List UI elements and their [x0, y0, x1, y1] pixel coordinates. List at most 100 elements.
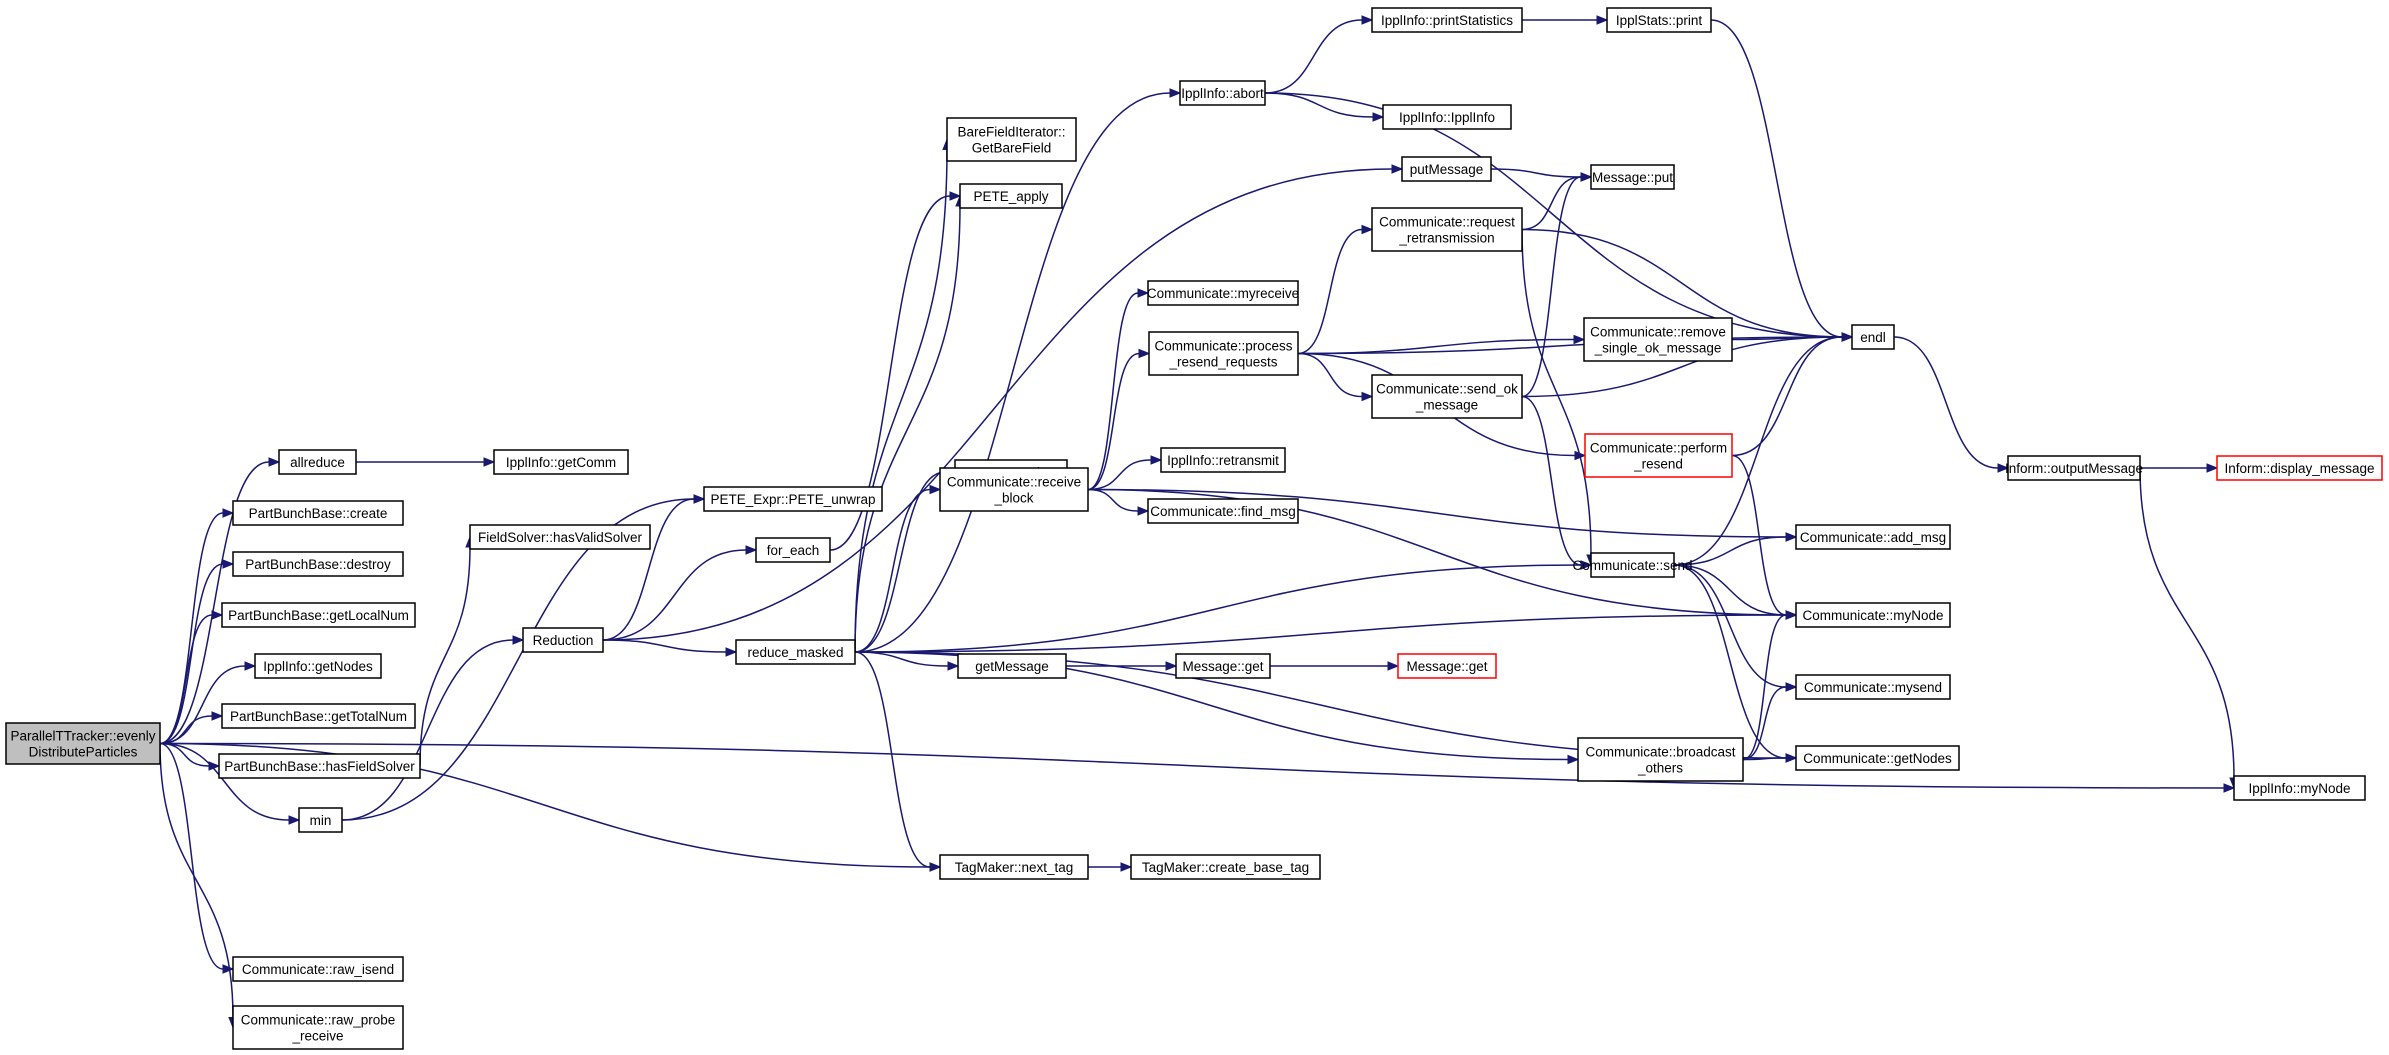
- node-ippl_getnodes[interactable]: IpplInfo::getNodes: [254, 653, 382, 679]
- node-box: [493, 449, 629, 475]
- node-box: [278, 449, 357, 475]
- node-label: Communicate::raw_probe: [241, 1013, 396, 1028]
- node-putmessage[interactable]: putMessage: [1401, 156, 1492, 182]
- node-box: [232, 551, 404, 577]
- node-label: Communicate::request: [1379, 215, 1515, 230]
- node-box: [1175, 653, 1271, 679]
- node-box: [469, 524, 651, 550]
- node-box: [1371, 7, 1523, 33]
- node-getmessage[interactable]: getMessage: [957, 653, 1067, 679]
- node-tagmaker_create_base_tag[interactable]: TagMaker::create_base_tag: [1130, 854, 1321, 880]
- node-box: [5, 722, 161, 765]
- node-comm_remove_single_ok[interactable]: Communicate::remove_single_ok_message: [1583, 317, 1733, 362]
- node-label: getMessage: [975, 659, 1049, 674]
- node-msg_put[interactable]: Message::put: [1590, 164, 1675, 190]
- edge-root-to-pbb_gettotalnum: [159, 711, 224, 745]
- node-label: IpplInfo::getComm: [506, 455, 616, 470]
- node-ippl_retransmit[interactable]: IpplInfo::retransmit: [1160, 447, 1286, 473]
- node-label: PETE_apply: [973, 189, 1048, 204]
- node-comm_process_resend[interactable]: Communicate::process_resend_requests: [1148, 331, 1299, 376]
- node-box: [232, 500, 404, 526]
- node-comm_broadcast_others[interactable]: Communicate::broadcast_others: [1577, 737, 1744, 782]
- node-pete_unwrap[interactable]: PETE_Expr::PETE_unwrap: [703, 486, 883, 512]
- node-comm_receive_block[interactable]: Communicate::receive_block: [939, 467, 1089, 512]
- node-layer: ParallelTTracker::evenlyDistributePartic…: [5, 7, 2383, 1050]
- node-label: PartBunchBase::destroy: [245, 557, 391, 572]
- node-msg_get1[interactable]: Message::get: [1175, 653, 1271, 679]
- node-comm_raw_probe_receive[interactable]: Communicate::raw_probe_receive: [232, 1005, 404, 1050]
- node-tagmaker_next_tag[interactable]: TagMaker::next_tag: [939, 854, 1089, 880]
- node-box: [254, 653, 382, 679]
- node-comm_myreceive[interactable]: Communicate::myreceive: [1147, 280, 1299, 306]
- node-comm_find_msg[interactable]: Communicate::find_msg: [1147, 498, 1299, 524]
- edge-comm_send-to-comm_mysend: [1673, 564, 1798, 692]
- node-inform_display_message[interactable]: Inform::display_message: [2216, 455, 2383, 481]
- node-ippl_getcomm[interactable]: IpplInfo::getComm: [493, 449, 629, 475]
- node-comm_perform_resend[interactable]: Communicate::perform_resend: [1584, 433, 1733, 478]
- node-pbb_destroy[interactable]: PartBunchBase::destroy: [232, 551, 404, 577]
- node-box: [2233, 775, 2366, 801]
- node-box: [221, 602, 416, 628]
- node-inform_outputmessage[interactable]: Inform::outputMessage: [2005, 455, 2143, 481]
- node-msg_get2[interactable]: Message::get: [1397, 653, 1497, 679]
- node-for_each[interactable]: for_each: [755, 537, 831, 563]
- edge-reduction-to-reduce_masked: [602, 639, 738, 657]
- node-comm_raw_isend[interactable]: Communicate::raw_isend: [232, 956, 404, 982]
- node-ipplstats_print[interactable]: IpplStats::print: [1606, 7, 1712, 33]
- node-comm_send[interactable]: Communicate::send: [1572, 552, 1693, 578]
- node-comm_getnodes[interactable]: Communicate::getNodes: [1795, 745, 1960, 771]
- node-comm_add_msg[interactable]: Communicate::add_msg: [1795, 524, 1951, 550]
- node-box: [939, 467, 1089, 512]
- edge-reduction-to-for_each: [602, 545, 758, 641]
- node-box: [1401, 156, 1492, 182]
- edge-root-to-comm_raw_probe_receive: [159, 743, 238, 1029]
- node-label: Inform::display_message: [2224, 461, 2374, 476]
- edge-inform_outputmessage-to-ippl_mynode: [2139, 467, 2239, 790]
- node-min[interactable]: min: [298, 807, 343, 833]
- node-box: [735, 639, 856, 665]
- node-reduce_masked[interactable]: reduce_masked: [735, 639, 856, 665]
- node-label: PartBunchBase::create: [249, 506, 388, 521]
- node-endl[interactable]: endl: [1851, 324, 1895, 350]
- node-ippl_ipplinfo[interactable]: IpplInfo::IpplInfo: [1382, 104, 1512, 130]
- node-box: [232, 1005, 404, 1050]
- node-ippl_mynode[interactable]: IpplInfo::myNode: [2233, 775, 2366, 801]
- node-pbb_create[interactable]: PartBunchBase::create: [232, 500, 404, 526]
- node-ippl_printstatistics[interactable]: IpplInfo::printStatistics: [1371, 7, 1523, 33]
- node-comm_request_retrans[interactable]: Communicate::request_retransmission: [1371, 207, 1523, 252]
- node-allreduce[interactable]: allreduce: [278, 449, 357, 475]
- node-fs_hasvalidsolver[interactable]: FieldSolver::hasValidSolver: [469, 524, 651, 550]
- node-label: DistributeParticles: [29, 745, 138, 760]
- node-comm_send_ok[interactable]: Communicate::send_ok_message: [1371, 374, 1523, 419]
- node-box: [218, 753, 421, 779]
- node-pbb_getlocalnum[interactable]: PartBunchBase::getLocalNum: [221, 602, 416, 628]
- node-pbb_hasfieldsolver[interactable]: PartBunchBase::hasFieldSolver: [218, 753, 421, 779]
- node-box: [703, 486, 883, 512]
- edge-layer: [159, 15, 2239, 1029]
- node-label: TagMaker::next_tag: [955, 860, 1074, 875]
- node-label: Inform::outputMessage: [2005, 461, 2143, 476]
- edge-comm_broadcast_others-to-comm_mysend: [1742, 682, 1798, 761]
- node-box: [1130, 854, 1321, 880]
- node-label: Communicate::add_msg: [1800, 530, 1946, 545]
- node-reduction[interactable]: Reduction: [522, 627, 604, 653]
- edge-tagmaker_next_tag-to-tagmaker_create_base_tag: [1088, 862, 1133, 872]
- node-comm_mysend[interactable]: Communicate::mysend: [1795, 674, 1951, 700]
- node-pete_apply[interactable]: PETE_apply: [959, 183, 1063, 209]
- node-box: [1795, 674, 1951, 700]
- node-label: _others: [1637, 761, 1683, 776]
- node-bfi_getbarefield[interactable]: BareFieldIterator::GetBareField: [946, 117, 1077, 162]
- node-label: _resend: [1633, 457, 1683, 472]
- node-comm_mynode[interactable]: Communicate::myNode: [1795, 602, 1951, 628]
- node-label: BareFieldIterator::: [957, 125, 1065, 140]
- node-box: [522, 627, 604, 653]
- node-label: IpplInfo::retransmit: [1167, 453, 1279, 468]
- node-root[interactable]: ParallelTTracker::evenlyDistributePartic…: [5, 722, 161, 765]
- edge-inform_outputmessage-to-inform_display_message: [2140, 463, 2219, 473]
- node-label: IpplInfo::printStatistics: [1381, 13, 1513, 28]
- node-box: [1795, 524, 1951, 550]
- node-label: GetBareField: [972, 141, 1052, 156]
- node-pbb_gettotalnum[interactable]: PartBunchBase::getTotalNum: [221, 703, 416, 729]
- node-box: [221, 703, 416, 729]
- node-ippl_abort[interactable]: IpplInfo::abort: [1179, 80, 1266, 106]
